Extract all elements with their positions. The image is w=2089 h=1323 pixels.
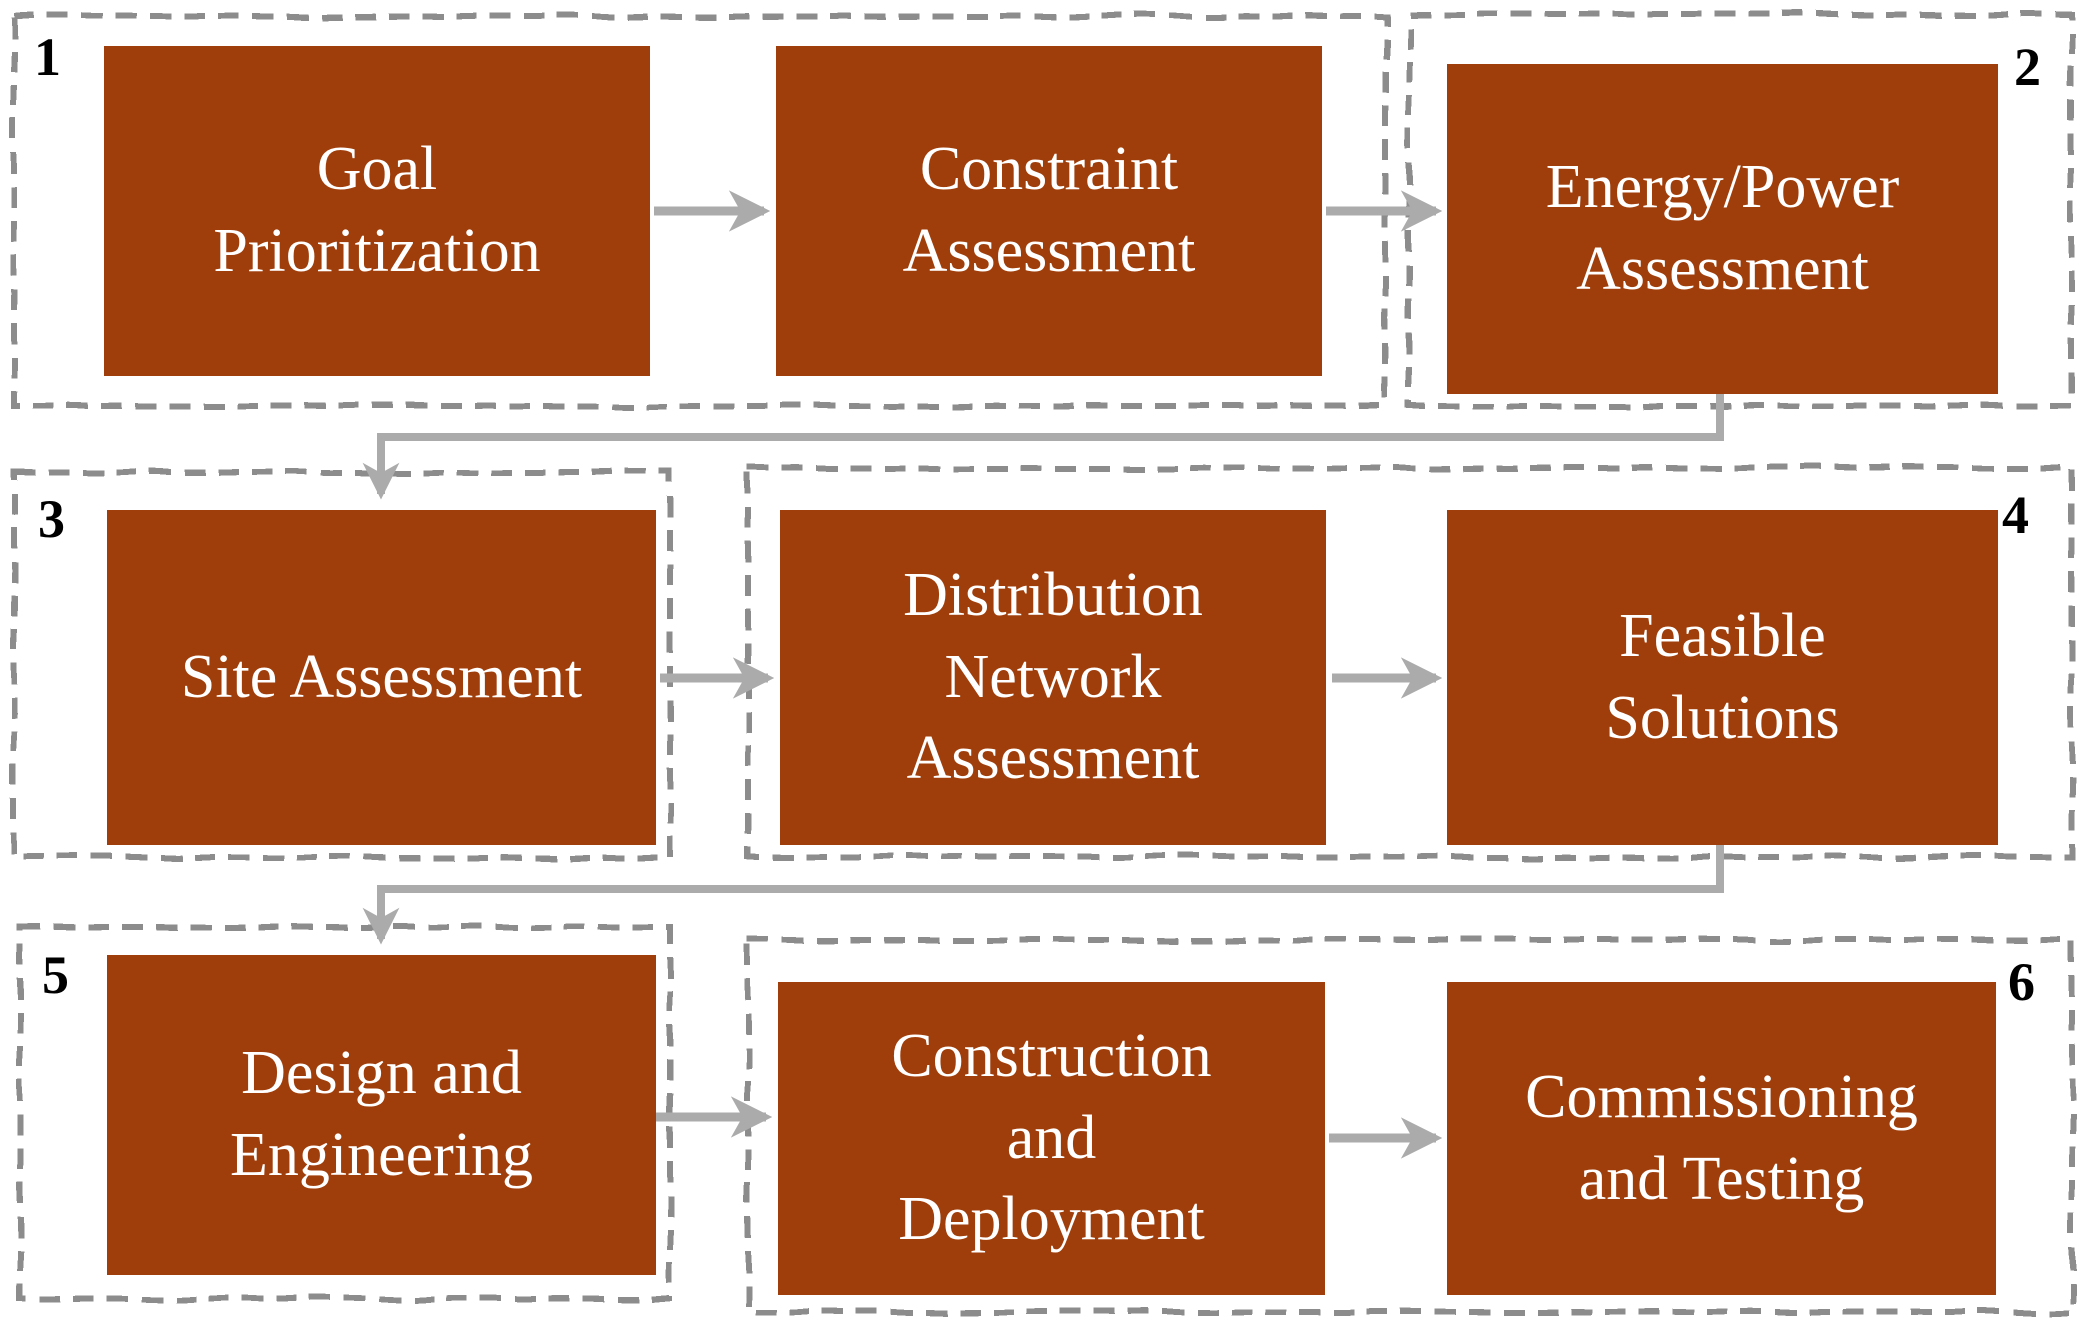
step-label: Energy/Power Assessment (1545, 153, 1900, 303)
step-box-constraint-assessment: Constraint Assessment (776, 46, 1322, 376)
step-box-energy-power-assessment: Energy/Power Assessment (1447, 64, 1998, 394)
elbow-arrow-energy-to-site (362, 392, 1724, 500)
group-3-border (11, 469, 673, 860)
group-number-2: 2 (2014, 37, 2041, 97)
step-label: Feasible Solutions (1605, 601, 1840, 752)
group-number-1: 1 (34, 27, 61, 87)
step-box-feasible-solutions: Feasible Solutions (1447, 510, 1998, 845)
step-box-distribution-network-assessment: Distribution Network Assessment (780, 510, 1326, 845)
group-number-6: 6 (2008, 952, 2035, 1012)
step-label: Distribution Network Assessment (903, 560, 1203, 793)
step-label: Commissioning and Testing (1525, 1062, 1918, 1213)
step-box-design-and-engineering: Design and Engineering (107, 955, 656, 1275)
step-label: Site Assessment (180, 642, 583, 711)
step-label: Design and Engineering (229, 1039, 533, 1189)
step-box-construction-and-deployment: Construction and Deployment (778, 982, 1325, 1295)
group-number-5: 5 (42, 945, 69, 1005)
step-label: Construction and Deployment (891, 1021, 1212, 1254)
step-box-site-assessment: Site Assessment (107, 510, 656, 845)
step-label: Goal Prioritization (213, 135, 541, 285)
step-box-commissioning-and-testing: Commissioning and Testing (1447, 982, 1996, 1295)
elbow-arrow-feasible-to-design (362, 843, 1724, 945)
step-label: Constraint Assessment (902, 135, 1196, 285)
group-number-4: 4 (2002, 485, 2029, 545)
step-box-goal-prioritization: Goal Prioritization (104, 46, 650, 376)
group-number-3: 3 (38, 489, 65, 549)
